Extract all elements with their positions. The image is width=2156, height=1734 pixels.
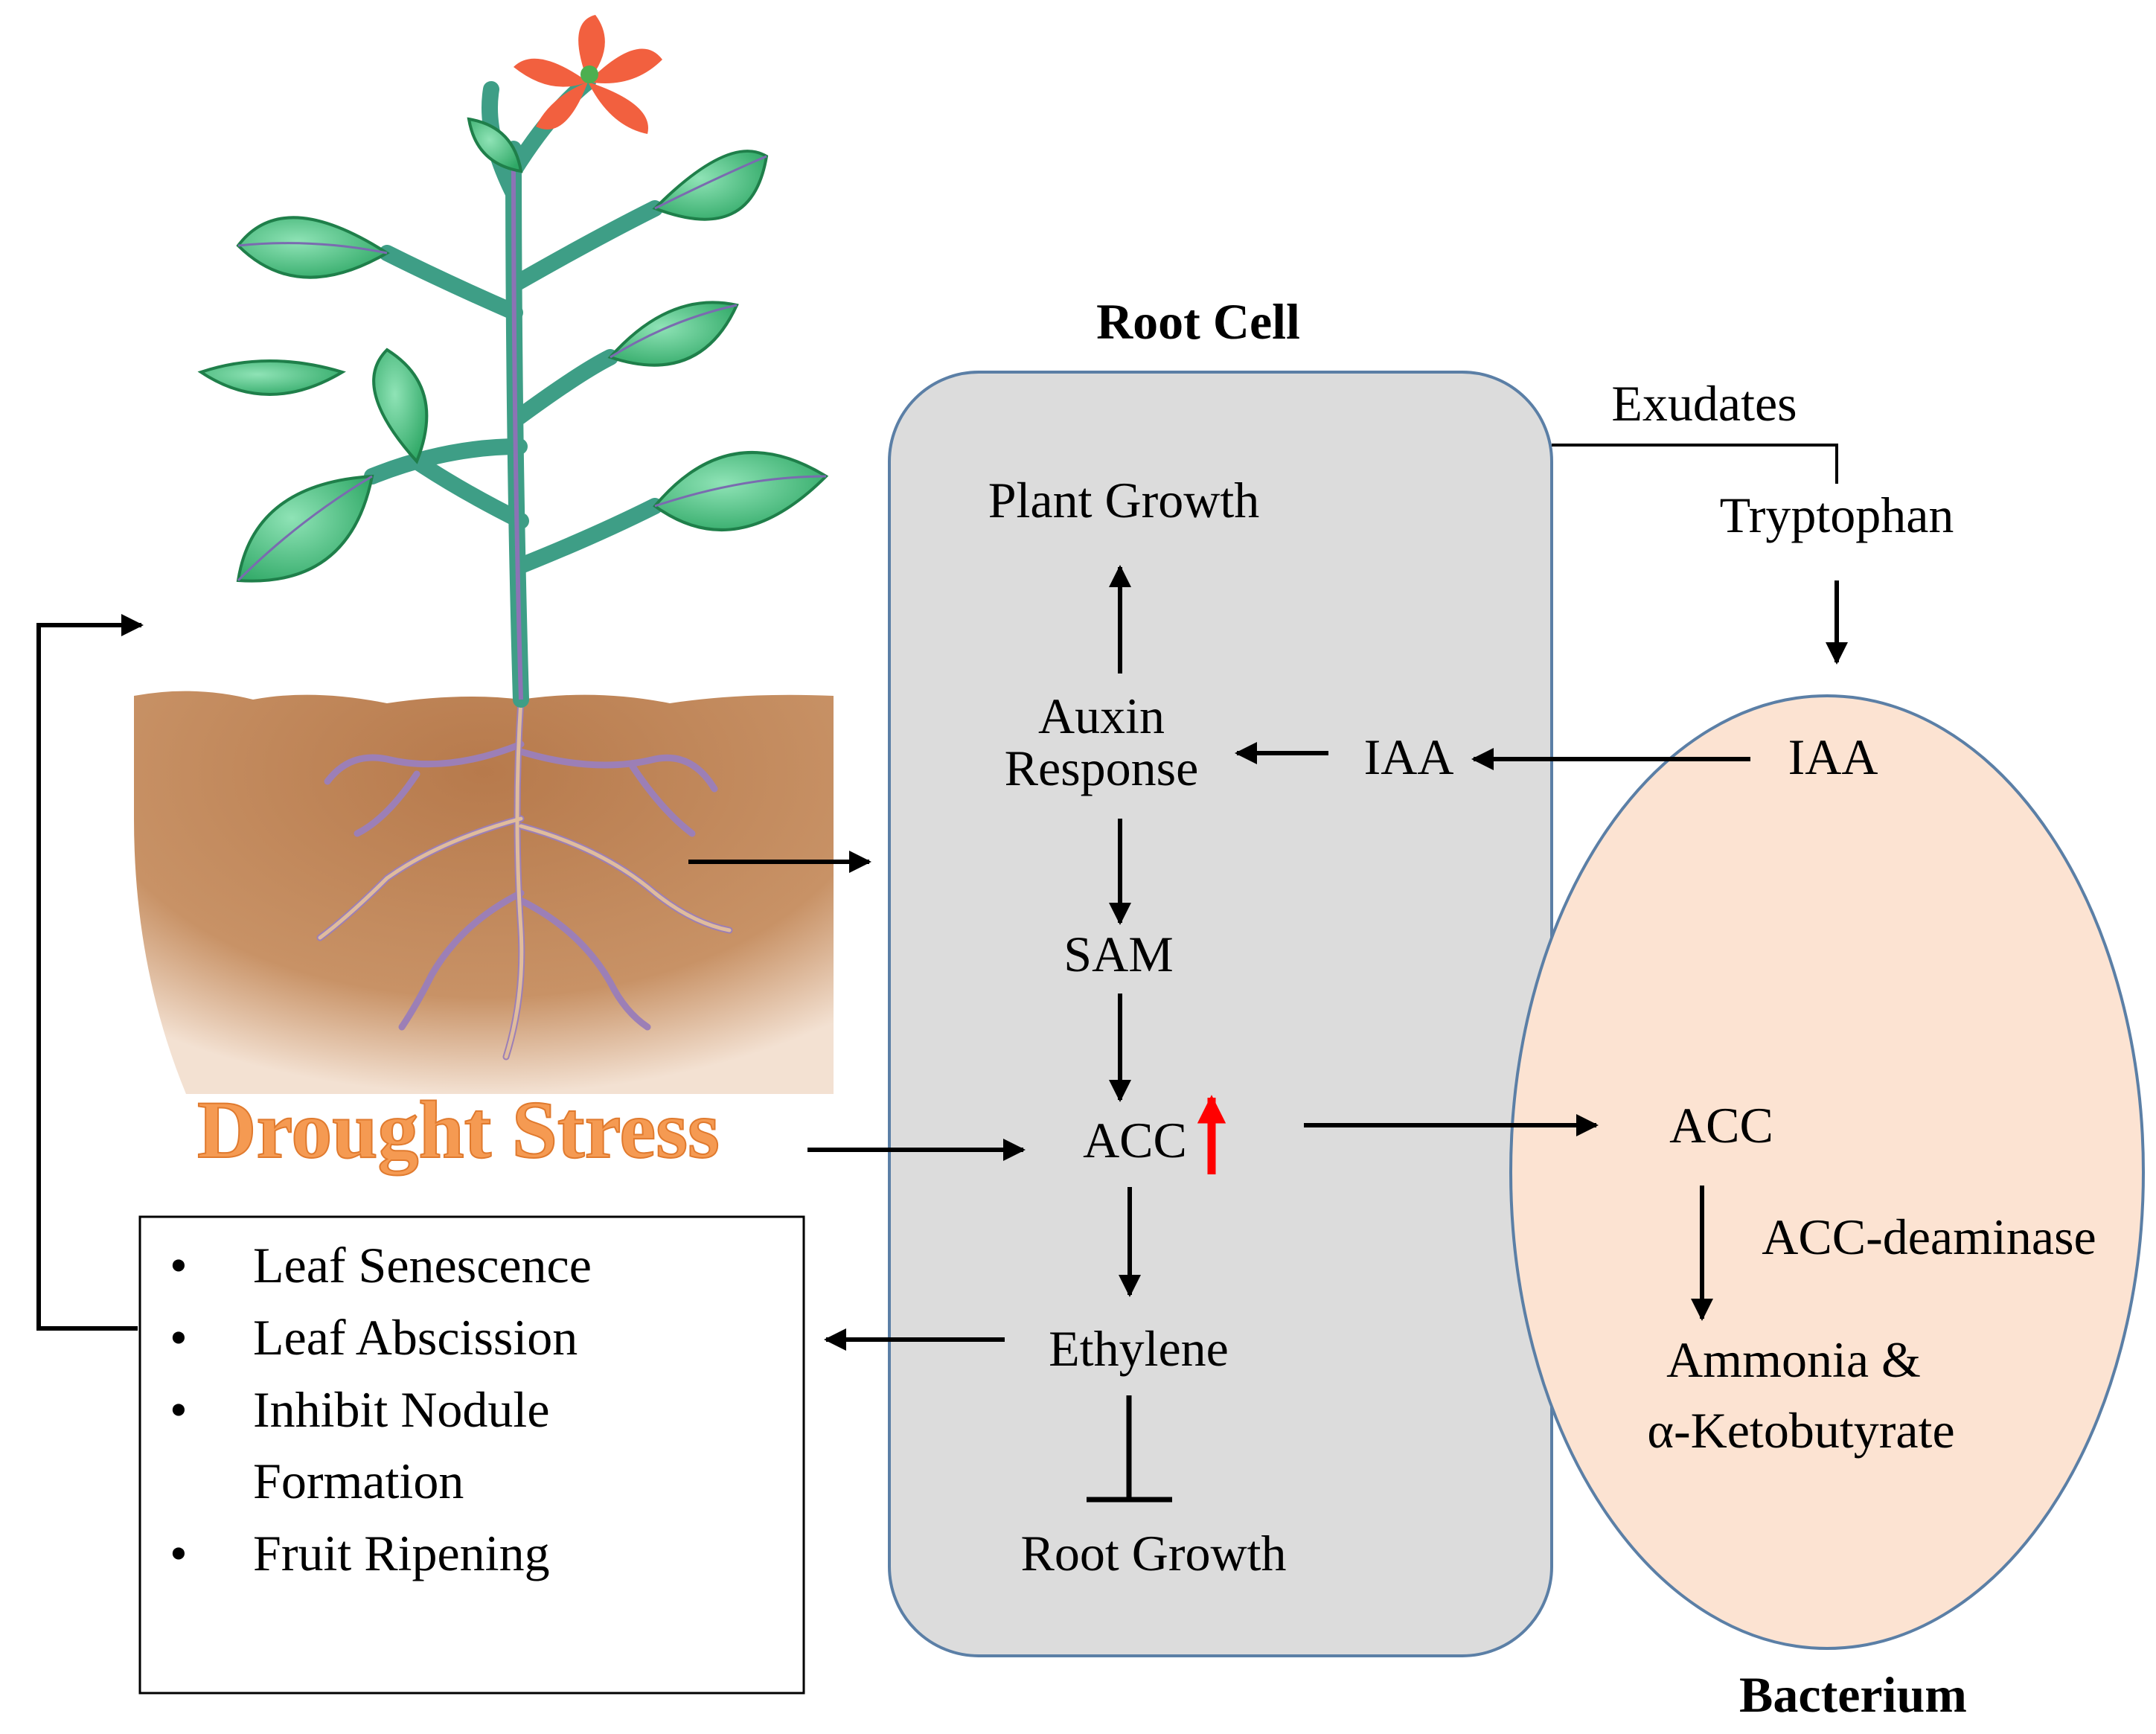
bullet-4: • bbox=[170, 1525, 188, 1581]
iaa-bacterium-label: IAA bbox=[1788, 729, 1878, 785]
effect-item-3-continued: Formation bbox=[253, 1453, 464, 1509]
exudates-connector-line bbox=[1552, 444, 1838, 484]
auxin-response-label-line1: Auxin bbox=[1038, 688, 1165, 744]
effect-item-2: Leaf Abscission bbox=[253, 1309, 578, 1366]
bullet-2: • bbox=[170, 1309, 188, 1366]
bullet-1: • bbox=[170, 1237, 188, 1293]
bacterium-title: Bacterium bbox=[1739, 1666, 1967, 1723]
acc-deaminase-label: ACC-deaminase bbox=[1762, 1209, 2096, 1265]
effect-item-4: Fruit Ripening bbox=[253, 1525, 550, 1581]
sam-label: SAM bbox=[1063, 926, 1173, 982]
flower-icon bbox=[514, 15, 662, 134]
effect-item-3: Inhibit Nodule bbox=[253, 1381, 550, 1438]
root-growth-label: Root Growth bbox=[1021, 1525, 1287, 1581]
drought-stress-label: Drought Stress bbox=[197, 1084, 720, 1175]
root-cell-title: Root Cell bbox=[1096, 293, 1300, 350]
plant-growth-label: Plant Growth bbox=[988, 472, 1260, 528]
ammonia-label-line1: Ammonia & bbox=[1666, 1331, 1921, 1388]
ammonia-label-line2: α-Ketobutyrate bbox=[1647, 1402, 1954, 1459]
acc-root-label: ACC bbox=[1083, 1112, 1187, 1168]
plant-illustration bbox=[134, 15, 834, 1094]
effects-box bbox=[138, 1215, 805, 1695]
arrow-effects-feedback-to-plant bbox=[36, 614, 144, 1331]
acc-bacterium-label: ACC bbox=[1669, 1097, 1773, 1154]
pathway-arrows bbox=[36, 565, 1848, 1351]
bacterium-ellipse bbox=[1509, 694, 2145, 1650]
tryptophan-label: Tryptophan bbox=[1720, 487, 1954, 543]
inhibition-symbol bbox=[1087, 1395, 1172, 1503]
auxin-response-label-line2: Response bbox=[1005, 740, 1199, 796]
effect-item-1: Leaf Senescence bbox=[253, 1237, 592, 1293]
soil-shape bbox=[134, 691, 834, 1094]
root-cell-box bbox=[888, 371, 1553, 1657]
exudates-label: Exudates bbox=[1611, 375, 1797, 432]
iaa-root-label: IAA bbox=[1364, 729, 1454, 785]
bullet-3: • bbox=[170, 1381, 188, 1438]
ethylene-label: Ethylene bbox=[1049, 1320, 1229, 1377]
effects-list: • Leaf Senescence • Leaf Abscission • In… bbox=[170, 1237, 592, 1581]
